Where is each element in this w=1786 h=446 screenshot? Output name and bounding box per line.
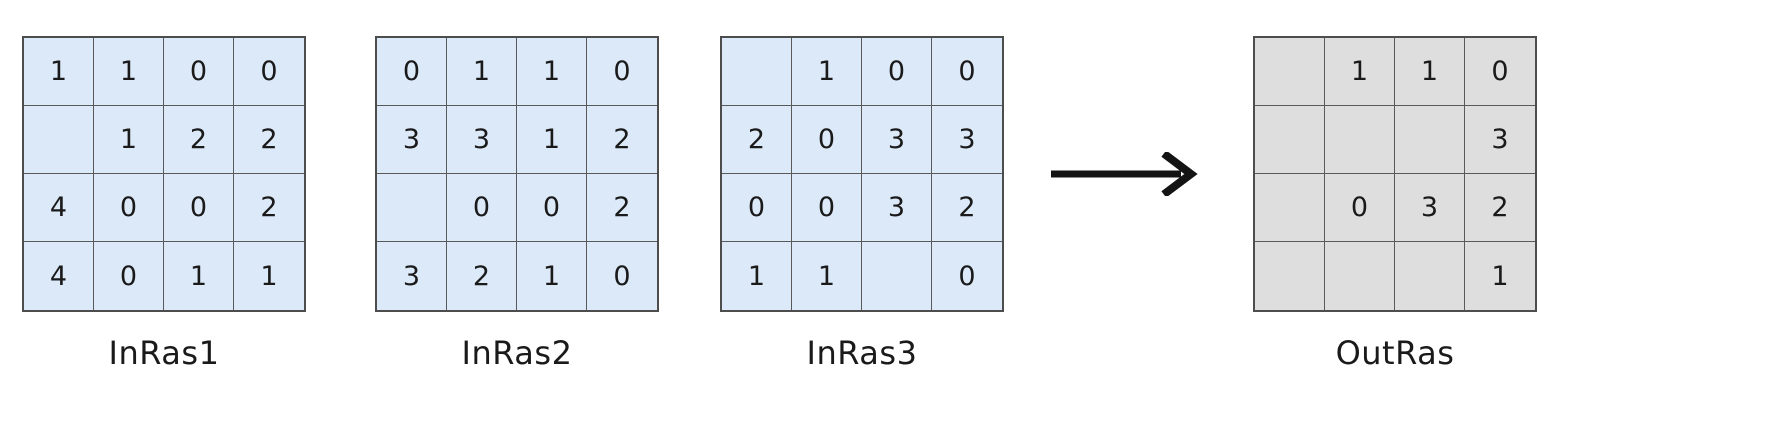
raster-cell: 3 [862,106,932,174]
raster-cell [1255,106,1325,174]
raster-cell: 0 [164,174,234,242]
raster-cell: 1 [94,106,164,174]
raster-cell: 0 [164,38,234,106]
raster-cell: 0 [792,106,862,174]
raster-cell: 2 [234,174,304,242]
raster-label-outras: OutRas [1335,334,1455,372]
raster-cell: 0 [587,38,657,106]
raster-cell: 0 [722,174,792,242]
raster-cell: 3 [862,174,932,242]
raster-cell: 2 [164,106,234,174]
raster-cell: 3 [1395,174,1465,242]
raster-cell: 2 [587,106,657,174]
raster-cell: 1 [722,242,792,310]
raster-cell [1255,38,1325,106]
raster-cell: 0 [517,174,587,242]
raster-cell: 2 [234,106,304,174]
raster-cell: 2 [447,242,517,310]
raster-cell [1255,174,1325,242]
raster-cell: 3 [447,106,517,174]
raster-cell: 3 [377,242,447,310]
raster-cell: 0 [447,174,517,242]
raster-cell: 1 [94,38,164,106]
raster-cell: 0 [94,174,164,242]
raster-cell [1395,106,1465,174]
raster-cell: 1 [164,242,234,310]
raster-cell: 0 [94,242,164,310]
raster-cell: 4 [24,174,94,242]
raster-cell: 1 [792,38,862,106]
raster-cell: 1 [447,38,517,106]
raster-cell: 0 [792,174,862,242]
raster-cell: 1 [234,242,304,310]
raster-cell: 3 [377,106,447,174]
raster-cell: 1 [1395,38,1465,106]
raster-cell [1395,242,1465,310]
raster-cell: 2 [587,174,657,242]
raster-cell: 0 [1325,174,1395,242]
raster-label-inras1: InRas1 [108,334,220,372]
raster-cell: 0 [1465,38,1535,106]
raster-cell: 1 [792,242,862,310]
arrow-icon [1051,152,1198,196]
raster-label-inras2: InRas2 [461,334,573,372]
raster-cell: 1 [1325,38,1395,106]
raster-cell: 3 [1465,106,1535,174]
raster-cell: 4 [24,242,94,310]
raster-cell: 1 [24,38,94,106]
raster-cell [377,174,447,242]
raster-cell: 1 [517,38,587,106]
raster-cell [1325,106,1395,174]
raster-cell [862,242,932,310]
raster-cell [1255,242,1325,310]
raster-cell [24,106,94,174]
raster-cell: 0 [932,242,1002,310]
raster-cell: 1 [517,242,587,310]
raster-cell: 2 [722,106,792,174]
raster-cell: 0 [862,38,932,106]
raster-label-inras3: InRas3 [806,334,918,372]
raster-cell [722,38,792,106]
raster-cell: 0 [932,38,1002,106]
raster-cell: 0 [587,242,657,310]
raster-cell: 2 [1465,174,1535,242]
raster-cell: 1 [517,106,587,174]
raster-cell: 1 [1465,242,1535,310]
raster-cell: 0 [234,38,304,106]
raster-cell: 3 [932,106,1002,174]
raster-cell: 0 [377,38,447,106]
raster-cell: 2 [932,174,1002,242]
raster-cell [1325,242,1395,310]
